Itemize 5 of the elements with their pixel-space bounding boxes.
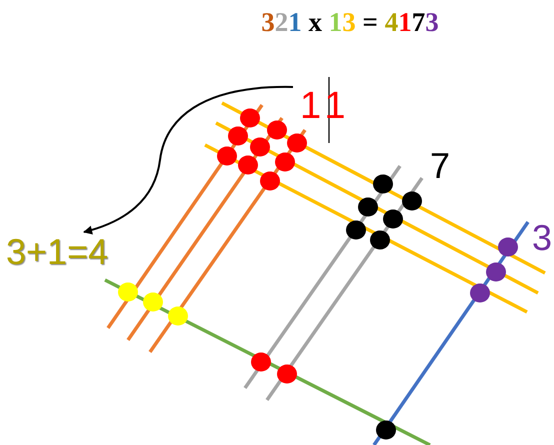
digit-label: 3 [532,218,552,258]
digit-label: 7 [430,146,450,186]
title: 321 x 13 = 4173 [261,7,439,37]
curved-arrow [83,86,294,234]
number-text: 3+1=4 [6,230,108,274]
